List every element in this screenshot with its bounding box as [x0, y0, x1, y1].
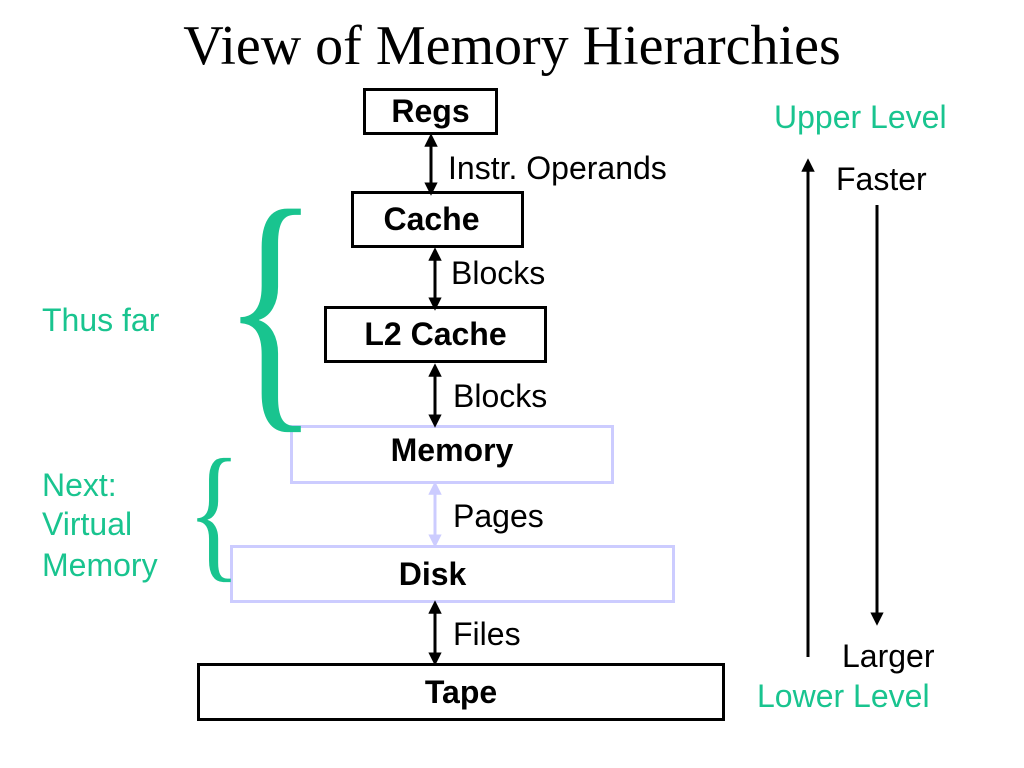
- disk-label: Disk: [398, 555, 467, 592]
- next-brace-icon: {: [187, 429, 241, 595]
- thus-far-brace-icon: {: [222, 156, 320, 455]
- tape-label: Tape: [424, 673, 498, 710]
- upper-level-label: Upper Level: [774, 99, 947, 135]
- transfer-label-disk-tape: Files: [453, 616, 521, 652]
- regs-label: Regs: [391, 93, 470, 129]
- thus-far-label: Thus far: [42, 302, 160, 338]
- disk-box: Disk: [230, 545, 675, 603]
- next-label-line1: Next:: [42, 467, 117, 503]
- transfer-label-cache-l2: Blocks: [451, 255, 546, 291]
- memory-label: Memory: [390, 432, 514, 468]
- regs-box: Regs: [363, 88, 498, 135]
- transfer-label-l2-memory: Blocks: [453, 378, 548, 414]
- memory-box: Memory: [290, 425, 614, 484]
- larger-label: Larger: [842, 638, 935, 674]
- slide-title: View of Memory Hierarchies: [183, 15, 841, 77]
- cache-label: Cache: [383, 201, 480, 237]
- l2-cache-label: L2 Cache: [364, 316, 507, 352]
- transfer-label-memory-disk: Pages: [453, 498, 544, 534]
- next-label-line3: Memory: [42, 547, 158, 583]
- l2-cache-box: L2 Cache: [324, 306, 547, 363]
- next-label-line2: Virtual: [42, 506, 133, 542]
- transfer-label-regs-cache: Instr. Operands: [448, 150, 667, 186]
- tape-box: Tape: [197, 663, 725, 721]
- lower-level-label: Lower Level: [757, 678, 930, 714]
- faster-label: Faster: [836, 161, 927, 197]
